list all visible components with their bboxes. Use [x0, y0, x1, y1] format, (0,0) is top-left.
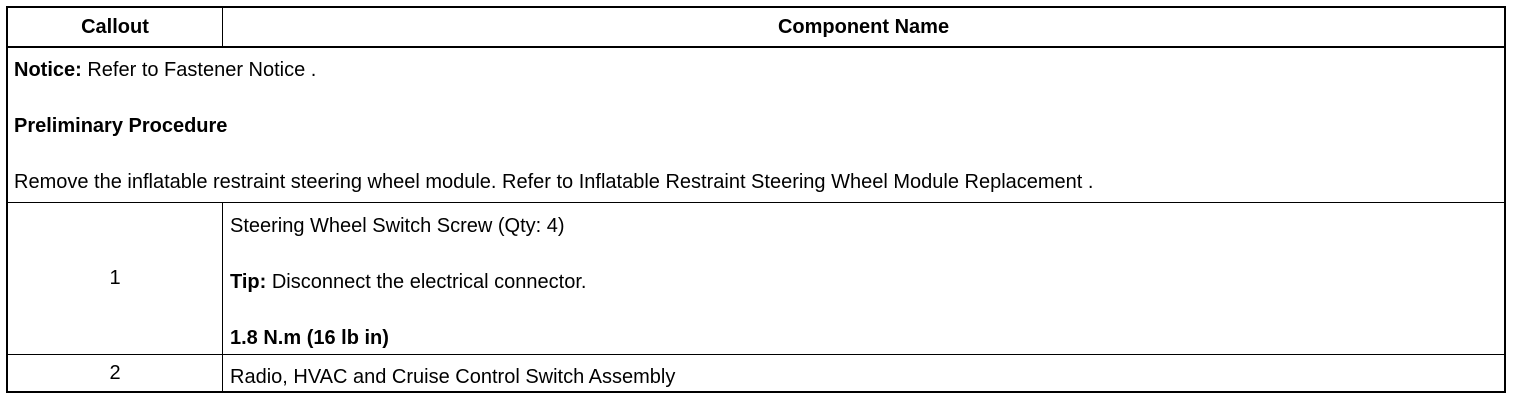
- notice-line: Notice: Refer to Fastener Notice .: [14, 58, 316, 82]
- callout-number: 1: [109, 267, 121, 289]
- table-header-row: Callout Component Name: [8, 8, 1504, 48]
- table-row: 1 Steering Wheel Switch Screw (Qty: 4) T…: [8, 203, 1504, 355]
- component-cell: Radio, HVAC and Cruise Control Switch As…: [223, 355, 1504, 391]
- table-row: 2 Radio, HVAC and Cruise Control Switch …: [8, 355, 1504, 391]
- callout-number: 2: [109, 361, 121, 384]
- component-name: Radio, HVAC and Cruise Control Switch As…: [230, 366, 676, 388]
- component-cell: Steering Wheel Switch Screw (Qty: 4) Tip…: [223, 203, 1504, 354]
- notice-row: Notice: Refer to Fastener Notice . Preli…: [8, 48, 1504, 203]
- header-component-name: Component Name: [777, 15, 950, 38]
- component-name: Steering Wheel Switch Screw (Qty: 4): [230, 215, 565, 237]
- torque-spec: 1.8 N.m (16 lb in): [230, 327, 389, 349]
- preliminary-text: Remove the inflatable restraint steering…: [14, 171, 1094, 193]
- tip-line: Tip: Disconnect the electrical connector…: [230, 270, 586, 294]
- callout-cell: 2: [8, 355, 223, 391]
- notice-label: Notice:: [14, 59, 82, 81]
- header-callout: Callout: [8, 8, 223, 46]
- preliminary-title: Preliminary Procedure: [14, 115, 228, 137]
- tip-label: Tip:: [230, 271, 267, 293]
- component-table: Callout Component Name Notice: Refer to …: [6, 6, 1506, 393]
- notice-cell: Notice: Refer to Fastener Notice . Preli…: [8, 48, 1504, 202]
- tip-text: Disconnect the electrical connector.: [266, 271, 587, 293]
- callout-cell: 1: [8, 203, 223, 354]
- notice-text: Refer to Fastener Notice .: [81, 59, 317, 81]
